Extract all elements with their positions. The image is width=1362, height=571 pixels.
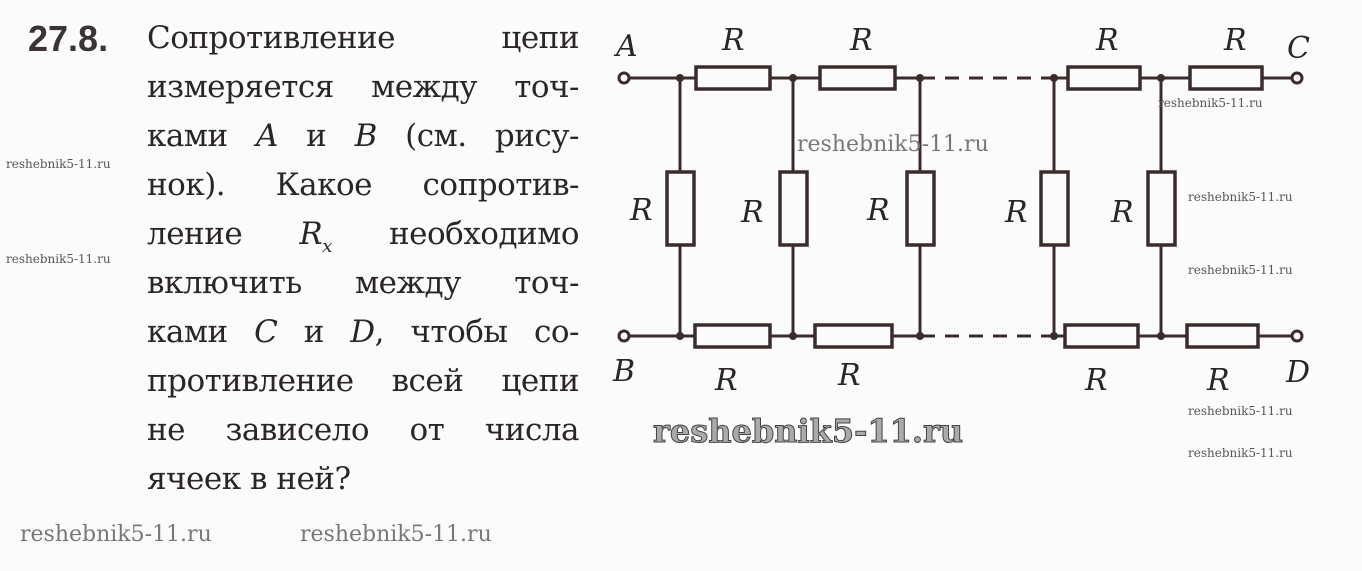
label-b: B: [612, 354, 635, 389]
resistor-bottom-1: [693, 323, 772, 349]
label-a: A: [613, 29, 638, 64]
resistor-label: R: [714, 363, 738, 398]
junction-nodes: [676, 74, 1165, 340]
label-c: C: [1287, 31, 1310, 66]
resistor-top-2: [818, 65, 897, 91]
resistor-label: R: [1206, 363, 1230, 398]
resistor-label: R: [1110, 195, 1134, 230]
resistor-label: R: [1223, 23, 1247, 58]
text-line: измеряется между точ-: [147, 69, 580, 105]
label-d: D: [1285, 355, 1310, 390]
resistor-shunt-3: [905, 170, 936, 247]
resistor-label: R: [866, 193, 890, 228]
watermark: reshebnik5-11.ru: [797, 132, 989, 157]
text-line: противление всей цепи: [147, 363, 580, 399]
resistor-label: R: [1095, 23, 1119, 58]
text-line: ками C и D, чтобы со-: [147, 314, 580, 350]
resistor-label: R: [1084, 363, 1108, 398]
resistor-shunt-2: [778, 170, 809, 247]
problem-number: 27.8.: [28, 18, 109, 59]
problem-text: Сопротивление цепи измеряется между точ-…: [147, 14, 580, 504]
resistor-label: R: [721, 23, 745, 58]
resistor-label: R: [849, 23, 873, 58]
watermark: reshebnik5-11.ru: [652, 412, 964, 451]
resistor-shunt-5: [1146, 170, 1177, 247]
text-line: не зависело от числа: [147, 412, 580, 448]
text-line: ками A и B (см. рису-: [147, 118, 579, 154]
watermark: reshebnik5-11.ru: [1188, 263, 1293, 277]
terminal-c: [1290, 71, 1304, 85]
resistor-label: R: [629, 193, 653, 228]
resistor-bottom-3: [1063, 323, 1140, 349]
text-line: ление Rx необходимо: [147, 216, 580, 257]
watermark: reshebnik5-11.ru: [1188, 190, 1293, 204]
resistor-label: R: [837, 358, 861, 393]
resistor-top-1: [694, 65, 772, 91]
terminal-a: [617, 71, 631, 85]
resistor-bottom-2: [813, 323, 894, 349]
text-line: Сопротивление цепи: [147, 20, 580, 56]
resistor-top-3: [1066, 65, 1142, 91]
watermark: reshebnik5-11.ru: [1188, 404, 1293, 418]
resistor-label: R: [740, 195, 764, 230]
watermark: reshebnik5-11.ru: [20, 522, 212, 547]
text-line: включить между точ-: [147, 265, 580, 301]
terminal-b: [617, 329, 631, 343]
resistor-top-4: [1188, 65, 1264, 91]
shunt-wires: [678, 78, 1163, 336]
watermark: reshebnik5-11.ru: [300, 522, 492, 547]
resistor-label: R: [1004, 195, 1028, 230]
text-line: ячеек в ней?: [147, 461, 351, 497]
resistor-shunt-4: [1039, 170, 1070, 247]
watermark: reshebnik5-11.ru: [1188, 446, 1293, 460]
terminal-d: [1290, 329, 1304, 343]
text-line: нок). Какое сопротив-: [147, 167, 580, 203]
watermark: reshebnik5-11.ru: [1158, 96, 1263, 110]
watermark: reshebnik5-11.ru: [6, 252, 111, 266]
resistor-shunt-1: [665, 170, 696, 247]
watermark: reshebnik5-11.ru: [6, 157, 111, 171]
resistor-bottom-4: [1185, 323, 1260, 349]
